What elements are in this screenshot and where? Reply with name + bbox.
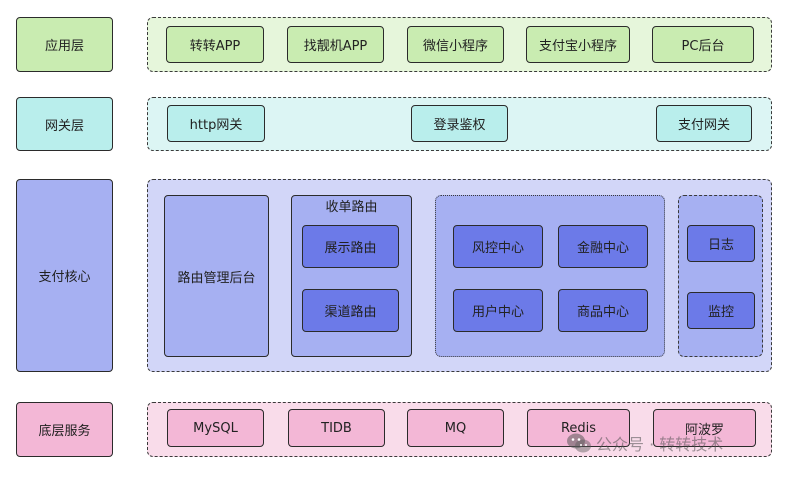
- gateway-payment: 支付网关: [656, 105, 752, 142]
- app-wechat-miniprogram: 微信小程序: [407, 26, 504, 63]
- gateway-http: http网关: [167, 105, 265, 142]
- base-apollo: 阿波罗: [653, 409, 756, 447]
- channel-router: 渠道路由: [302, 289, 399, 332]
- core-layer-label: 支付核心: [16, 179, 113, 372]
- cashier-router-group: [291, 195, 412, 357]
- log-box: 日志: [687, 225, 755, 262]
- base-layer-label: 底层服务: [16, 402, 113, 457]
- product-center: 商品中心: [558, 289, 648, 332]
- risk-center: 风控中心: [453, 225, 543, 268]
- cashier-router-title: 收单路由: [325, 200, 378, 215]
- app-zhaoliangji: 找靓机APP: [287, 26, 384, 63]
- gateway-login-auth: 登录鉴权: [411, 105, 508, 142]
- app-zhuanzhuan: 转转APP: [166, 26, 264, 63]
- display-router: 展示路由: [302, 225, 399, 268]
- base-redis: Redis: [527, 409, 630, 447]
- base-mq: MQ: [407, 409, 504, 447]
- app-layer-label: 应用层: [16, 17, 113, 72]
- watermark-text: 公众号 · 转转技术: [596, 435, 724, 454]
- monitor-box: 监控: [687, 292, 755, 329]
- base-tidb: TIDB: [288, 409, 385, 447]
- app-pc-admin: PC后台: [652, 26, 754, 63]
- finance-center: 金融中心: [558, 225, 648, 268]
- route-admin: 路由管理后台: [164, 195, 269, 357]
- ops-group: [678, 195, 763, 357]
- base-mysql: MySQL: [167, 409, 264, 447]
- gateway-layer-label: 网关层: [16, 97, 113, 151]
- centers-group: [435, 195, 665, 357]
- user-center: 用户中心: [453, 289, 543, 332]
- watermark: 公众号 · 转转技术: [566, 431, 723, 455]
- wechat-icon: [566, 432, 592, 454]
- app-alipay-miniprogram: 支付宝小程序: [526, 26, 630, 63]
